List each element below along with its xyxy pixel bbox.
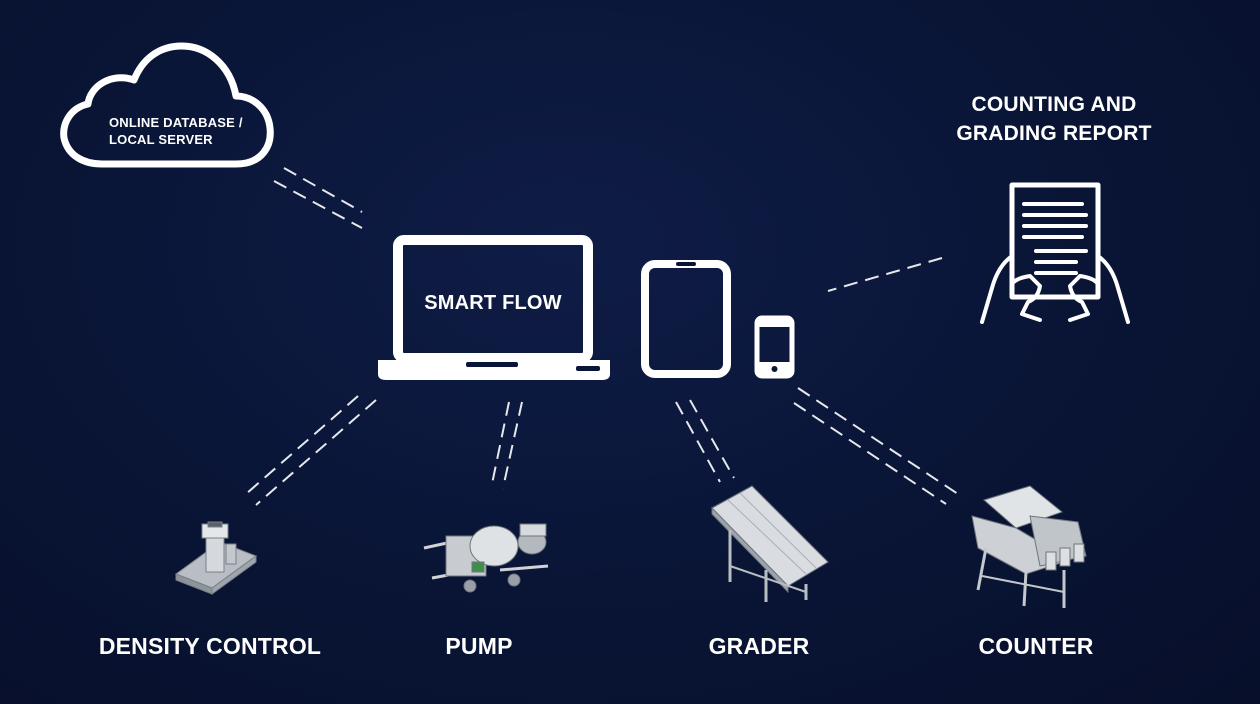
cloud-label: ONLINE DATABASE / LOCAL SERVER [109, 114, 243, 148]
connector-cloud-laptop-b [273, 180, 363, 229]
density-control-label: DENSITY CONTROL [98, 633, 322, 659]
report-label-line2: GRADING REPORT [956, 122, 1152, 145]
connector-laptop-pump-b [502, 401, 523, 489]
cloud-icon [60, 42, 274, 168]
connector-cloud-laptop-a [283, 167, 363, 213]
report-hands-icon [980, 182, 1130, 324]
counter-machine [971, 485, 1087, 608]
report-label-line1: COUNTING AND [971, 93, 1137, 116]
density-control-machine [174, 521, 258, 595]
pump-label: PUMP [445, 633, 513, 659]
connector-phone-counter-b [793, 402, 947, 505]
connector-report-tablet [827, 257, 943, 292]
report-label: COUNTING AND GRADING REPORT [944, 90, 1164, 148]
cloud-label-line2: LOCAL SERVER [109, 132, 213, 147]
connector-laptop-density-a [245, 395, 359, 495]
connector-laptop-pump-a [491, 401, 510, 485]
laptop-icon [378, 235, 610, 380]
connector-phone-counter-a [797, 387, 959, 495]
cloud-label-line1: ONLINE DATABASE / [109, 115, 243, 130]
tablet-icon [641, 260, 731, 378]
connector-laptop-density-b [255, 399, 377, 506]
counter-label: COUNTER [978, 633, 1094, 659]
grader-machine [711, 485, 829, 602]
grader-label: GRADER [708, 633, 810, 659]
connector-tablet-grader-a [675, 401, 721, 483]
connector-lines [245, 167, 959, 506]
connector-tablet-grader-b [689, 399, 735, 479]
pump-machine [423, 523, 549, 593]
laptop-screen-label: SMART FLOW [424, 292, 562, 314]
phone-icon [754, 315, 795, 379]
